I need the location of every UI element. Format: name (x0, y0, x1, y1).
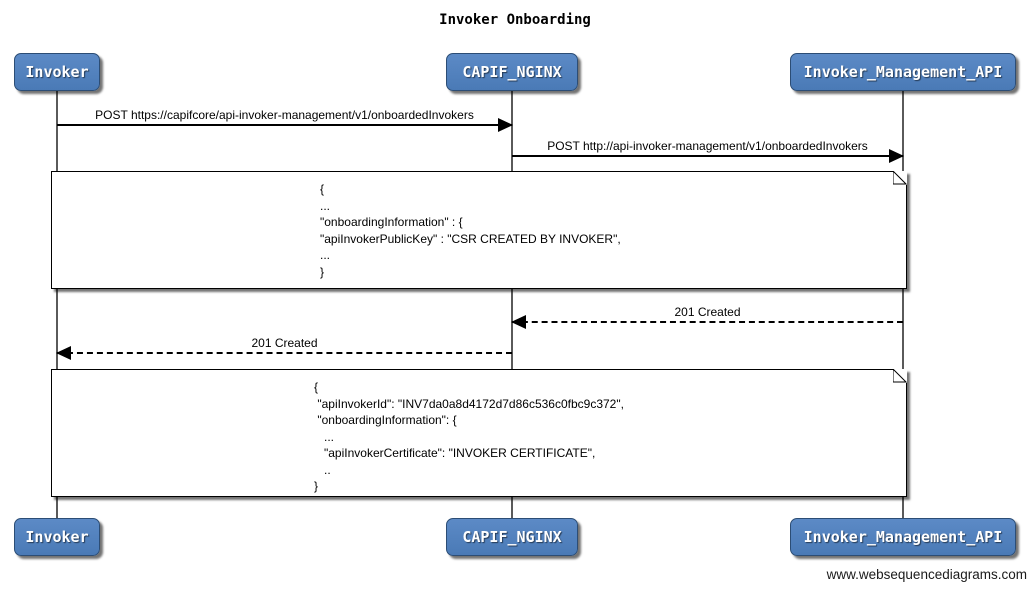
message-line (57, 124, 512, 126)
message-line-dashed (57, 352, 512, 354)
message-post-onboarded-invokers-https: POST https://capifcore/api-invoker-manag… (57, 107, 513, 132)
arrowhead-right-icon (498, 118, 513, 132)
message-201-created-to-invoker: 201 Created (56, 335, 512, 360)
arrowhead-left-icon (56, 346, 71, 360)
note-fold-icon (893, 171, 907, 185)
message-line (512, 155, 903, 157)
lifeline-invoker-management-api (902, 91, 904, 520)
actor-invoker-management-api-bottom: Invoker_Management_API (790, 518, 1016, 556)
note-text: { ... "onboardingInformation" : { "apiIn… (320, 182, 621, 279)
message-label: 201 Created (251, 336, 318, 350)
lifeline-capif-nginx (511, 91, 513, 520)
lifeline-invoker (56, 91, 58, 520)
note-text: { "apiInvokerId": "INV7da0a8d4172d7d86c5… (314, 380, 624, 493)
message-label: 201 Created (674, 305, 741, 319)
note-response-body: { "apiInvokerId": "INV7da0a8d4172d7d86c5… (51, 369, 907, 497)
message-post-onboarded-invokers-http: POST http://api-invoker-management/v1/on… (512, 138, 904, 163)
arrowhead-right-icon (889, 149, 904, 163)
note-request-body: { ... "onboardingInformation" : { "apiIn… (51, 171, 907, 289)
message-label: POST http://api-invoker-management/v1/on… (547, 139, 868, 153)
actor-invoker-management-api-top: Invoker_Management_API (790, 53, 1016, 91)
actor-invoker-top: Invoker (14, 53, 100, 91)
arrowhead-left-icon (511, 315, 526, 329)
actor-capif-nginx-bottom: CAPIF_NGINX (446, 518, 578, 556)
diagram-title: Invoker Onboarding (439, 12, 591, 28)
watermark-text: www.websequencediagrams.com (826, 567, 1027, 582)
message-201-created-to-capif: 201 Created (511, 304, 903, 329)
message-line-dashed (512, 321, 903, 323)
actor-capif-nginx-top: CAPIF_NGINX (446, 53, 578, 91)
message-label: POST https://capifcore/api-invoker-manag… (95, 108, 474, 122)
actor-invoker-bottom: Invoker (14, 518, 100, 556)
note-fold-icon (893, 369, 907, 383)
